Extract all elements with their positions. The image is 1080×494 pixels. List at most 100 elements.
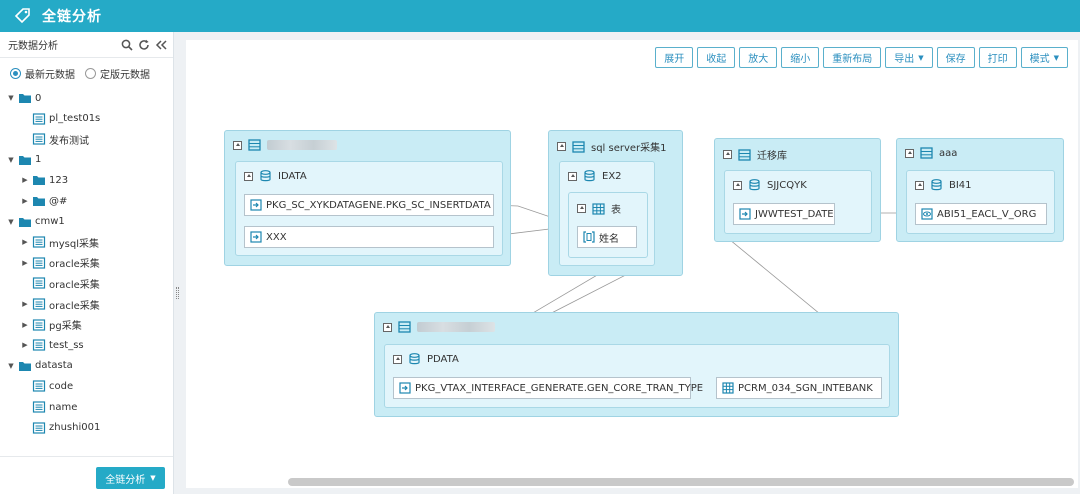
table-icon xyxy=(32,318,46,331)
expanded-arrow-icon[interactable]: ▼ xyxy=(8,155,14,164)
tree-node[interactable]: ▶@# xyxy=(21,191,67,211)
server-icon xyxy=(398,321,411,333)
view-eye-icon xyxy=(921,208,933,220)
tree-node-label: 1 xyxy=(35,154,42,166)
collapse-left-icon[interactable] xyxy=(155,39,167,51)
tree-node[interactable]: ▶ 123 xyxy=(21,170,68,190)
tree-node[interactable]: code xyxy=(21,376,73,396)
table-node[interactable]: PCRM_034_SGN_INTEBANK xyxy=(716,377,882,399)
sidebar-splitter[interactable] xyxy=(174,32,186,494)
expand-button[interactable]: 展开 xyxy=(655,47,694,68)
tree-node[interactable]: ▶ oracle采集 xyxy=(21,253,100,273)
tree-node[interactable]: ▶ test_ss xyxy=(21,335,84,355)
tree-node[interactable]: ▼0 xyxy=(7,88,41,108)
caret-down-icon: ▼ xyxy=(918,53,924,62)
datasource-group[interactable]: PDATA PKG_VTAX_INTERFACE_GENERATE.GEN_CO… xyxy=(374,312,899,417)
tree-node-label: cmw1 xyxy=(35,216,65,228)
collapsed-arrow-icon[interactable]: ▶ xyxy=(22,176,28,185)
app-header: 全链分析 xyxy=(0,0,1080,32)
collapse-toggle-icon[interactable] xyxy=(733,180,742,190)
schema-group[interactable]: SJJCQYK JWWTEST_DATE xyxy=(724,170,872,234)
procedure-node[interactable]: XXX xyxy=(244,226,494,248)
datasource-group[interactable]: 迁移库 SJJCQYK JWWTEST_DATE xyxy=(714,138,881,242)
schema-group[interactable]: PDATA PKG_VTAX_INTERFACE_GENERATE.GEN_CO… xyxy=(384,344,890,408)
schema-group[interactable]: EX2 表 姓名 xyxy=(559,161,655,266)
lineage-canvas[interactable]: 展开 收起 放大 缩小 重新布局 导出▼ 保存 打印 模式▼ IDATA PKG… xyxy=(186,40,1078,488)
datasource-group[interactable]: aaa BI41 ABI51_EACL_V_ORG xyxy=(896,138,1064,242)
collapsed-arrow-icon[interactable]: ▶ xyxy=(22,258,28,267)
collapse-toggle-icon[interactable] xyxy=(233,140,242,150)
procedure-node[interactable]: JWWTEST_DATE xyxy=(733,203,835,225)
procedure-icon xyxy=(739,208,751,220)
collapse-toggle-icon[interactable] xyxy=(244,171,253,181)
collapse-toggle-icon[interactable] xyxy=(393,354,402,364)
database-icon xyxy=(260,170,271,182)
tree-node[interactable]: zhushi001 xyxy=(21,418,100,438)
canvas-toolbar: 展开 收起 放大 缩小 重新布局 导出▼ 保存 打印 模式▼ xyxy=(655,47,1068,68)
collapsed-arrow-icon[interactable]: ▶ xyxy=(22,300,28,308)
mode-button[interactable]: 模式▼ xyxy=(1020,47,1068,68)
group-header: aaa xyxy=(905,147,957,159)
tree-node[interactable]: name xyxy=(21,397,77,417)
schema-group[interactable]: BI41 ABI51_EACL_V_ORG xyxy=(906,170,1055,234)
procedure-node[interactable]: PKG_VTAX_INTERFACE_GENERATE.GEN_CORE_TRA… xyxy=(393,377,703,399)
tree-node[interactable]: 发布测试 xyxy=(21,129,89,149)
tree-node[interactable]: ▶pg采集 xyxy=(21,315,82,335)
tree-node[interactable]: ▼datasta xyxy=(7,356,73,376)
zoom-in-button[interactable]: 放大 xyxy=(739,47,778,68)
expanded-arrow-icon[interactable]: ▼ xyxy=(8,94,14,102)
collapsed-arrow-icon[interactable]: ▶ xyxy=(22,320,28,329)
search-icon[interactable] xyxy=(121,39,133,51)
refresh-icon[interactable] xyxy=(138,39,150,51)
zoom-out-button[interactable]: 缩小 xyxy=(781,47,820,68)
radio-latest-metadata[interactable]: 最新元数据 xyxy=(10,66,75,81)
horizontal-scrollbar[interactable] xyxy=(288,478,1074,486)
procedure-icon xyxy=(250,199,262,211)
collapse-toggle-icon[interactable] xyxy=(905,148,914,158)
collapsed-arrow-icon[interactable]: ▶ xyxy=(22,238,28,247)
collapse-toggle-icon[interactable] xyxy=(568,171,577,181)
collapse-toggle-icon[interactable] xyxy=(723,150,732,159)
tree-node[interactable]: ▶oracle采集 xyxy=(21,294,100,314)
print-button[interactable]: 打印 xyxy=(978,47,1017,68)
server-icon xyxy=(572,140,585,153)
table-group[interactable]: 表 姓名 xyxy=(568,192,648,258)
collapse-button[interactable]: 收起 xyxy=(697,47,736,68)
table-icon xyxy=(592,202,605,215)
procedure-icon xyxy=(250,231,262,243)
tree-node-label: test_ss xyxy=(49,339,84,351)
radio-checked-icon xyxy=(10,67,21,79)
table-icon xyxy=(32,421,46,434)
tree-node-label: 123 xyxy=(49,174,69,186)
expanded-arrow-icon[interactable]: ▼ xyxy=(8,217,14,226)
tree-node[interactable]: ▶mysql采集 xyxy=(21,232,99,252)
tree-node[interactable]: ▼ cmw1 xyxy=(7,212,65,232)
tree-node[interactable]: pl_test01s xyxy=(21,109,100,129)
datasource-group[interactable]: IDATA PKG_SC_XYKDATAGENE.PKG_SC_INSERTDA… xyxy=(224,130,511,266)
field-node[interactable]: 姓名 xyxy=(577,226,637,248)
collapse-toggle-icon[interactable] xyxy=(557,142,566,151)
radio-released-metadata[interactable]: 定版元数据 xyxy=(85,66,150,81)
tree-node-label: oracle采集 xyxy=(49,259,100,271)
collapsed-arrow-icon[interactable]: ▶ xyxy=(22,341,28,350)
collapse-toggle-icon[interactable] xyxy=(915,180,924,190)
tree-node[interactable]: ▼1 xyxy=(7,150,41,170)
table-icon xyxy=(32,257,46,269)
save-button[interactable]: 保存 xyxy=(936,47,975,68)
folder-icon xyxy=(32,174,46,186)
collapse-toggle-icon[interactable] xyxy=(383,322,392,332)
schema-group[interactable]: IDATA PKG_SC_XYKDATAGENE.PKG_SC_INSERTDA… xyxy=(235,161,503,256)
view-node[interactable]: ABI51_EACL_V_ORG xyxy=(915,203,1047,225)
table-icon xyxy=(32,236,46,248)
table-header: 表 xyxy=(577,201,621,216)
caret-down-icon: ▼ xyxy=(150,474,156,482)
collapsed-arrow-icon[interactable]: ▶ xyxy=(22,197,28,205)
tree-node[interactable]: oracle采集 xyxy=(21,273,100,293)
procedure-node[interactable]: PKG_SC_XYKDATAGENE.PKG_SC_INSERTDATA xyxy=(244,194,494,216)
expanded-arrow-icon[interactable]: ▼ xyxy=(8,361,14,370)
datasource-group[interactable]: sql server采集1 EX2 表 姓名 xyxy=(548,130,683,276)
relayout-button[interactable]: 重新布局 xyxy=(823,47,882,68)
collapse-toggle-icon[interactable] xyxy=(577,204,586,213)
export-button[interactable]: 导出▼ xyxy=(885,47,933,68)
full-lineage-analysis-button[interactable]: 全链分析▼ xyxy=(96,467,165,489)
